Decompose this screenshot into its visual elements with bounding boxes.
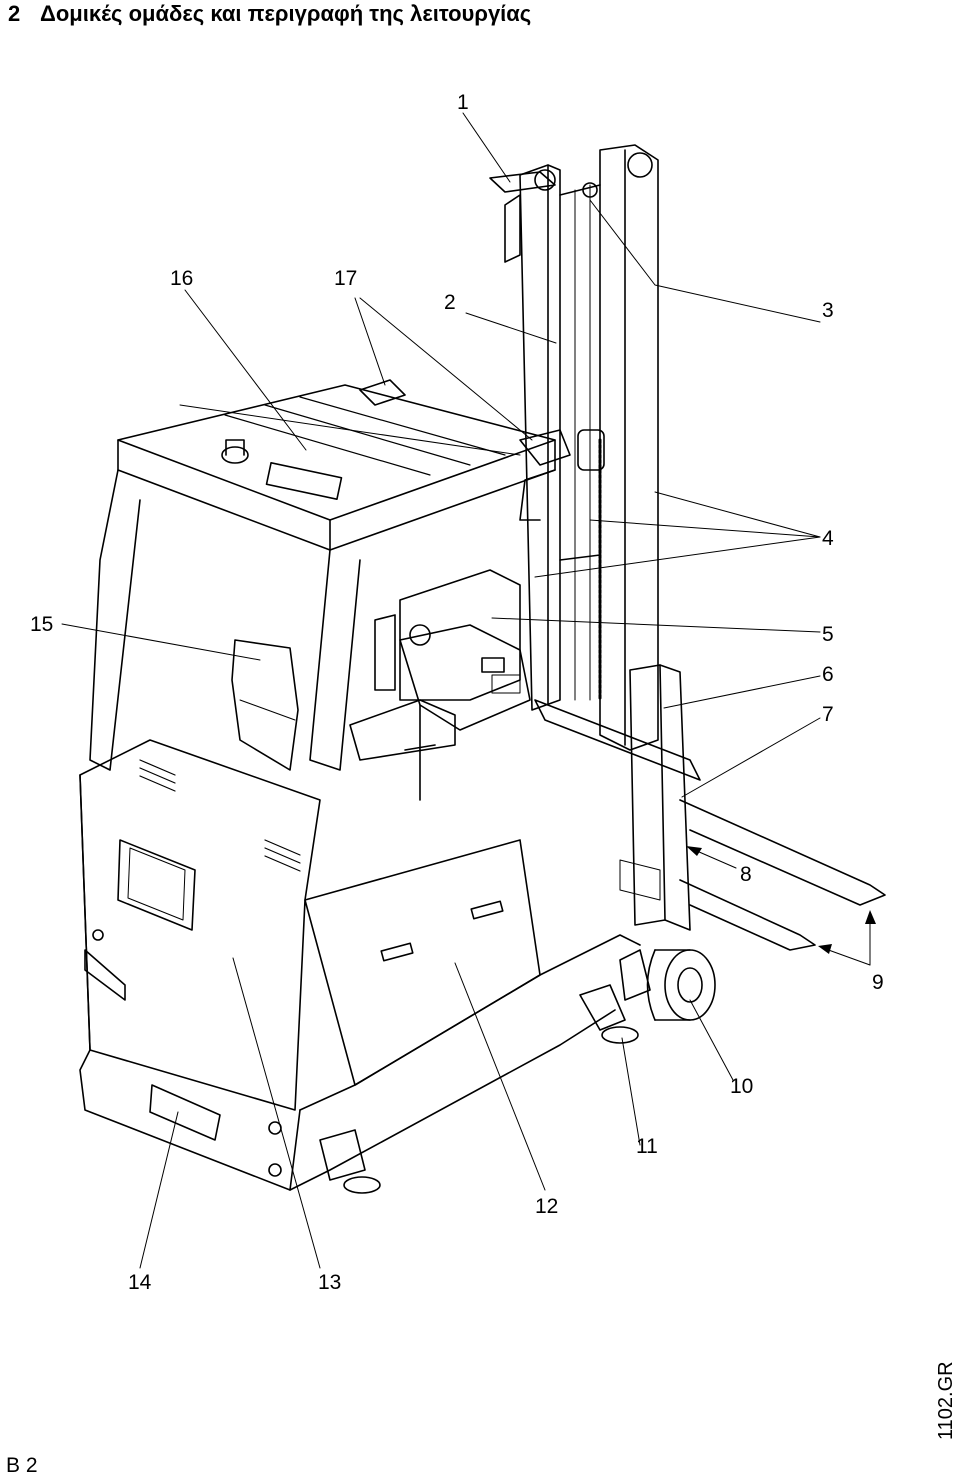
callout-6: 6 [822,663,834,686]
callout-17: 17 [334,267,358,290]
callout-1: 1 [457,91,469,114]
callout-3: 3 [822,299,834,322]
callout-15: 15 [30,613,54,636]
callout-4: 4 [822,527,834,550]
document-code: 1102.GR [935,1361,957,1440]
wheels [319,949,716,1194]
callout-14: 14 [128,1271,152,1294]
callout-8: 8 [740,863,752,886]
overhead-guard [89,379,571,771]
mast [489,144,659,751]
callout-5: 5 [822,623,834,646]
seat-console [231,569,531,801]
callout-10: 10 [730,1075,754,1098]
arrow-heads [686,846,876,954]
callout-7: 7 [822,703,834,726]
page-label: B 2 [6,1454,38,1477]
forks [534,664,886,951]
callout-12: 12 [535,1195,559,1218]
page-title: Δομικές ομάδες και περιγραφή της λειτουρ… [40,1,532,26]
callout-13: 13 [318,1271,342,1294]
callout-9: 9 [872,971,884,994]
callout-11: 11 [636,1135,658,1158]
section-number: 2 [8,1,21,26]
callout-2: 2 [444,291,456,314]
truck-body [79,739,641,1191]
callout-16: 16 [170,267,194,290]
